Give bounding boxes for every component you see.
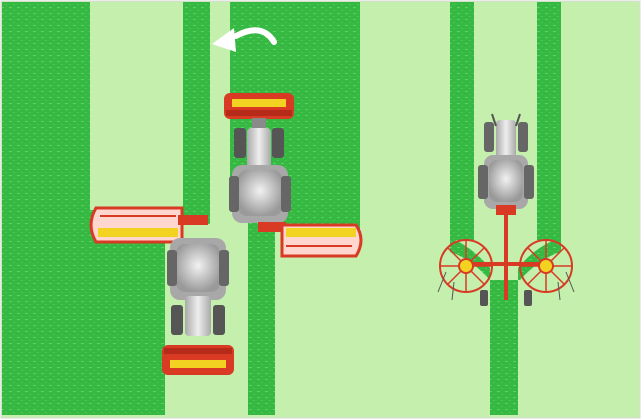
front-mower-icon (224, 93, 294, 119)
tractor-icon (478, 114, 534, 209)
grass-strip-1 (183, 2, 210, 224)
grass-strip-right-b (537, 2, 561, 240)
grass-strip-right-a (450, 2, 474, 240)
front-mower-icon (162, 345, 234, 375)
